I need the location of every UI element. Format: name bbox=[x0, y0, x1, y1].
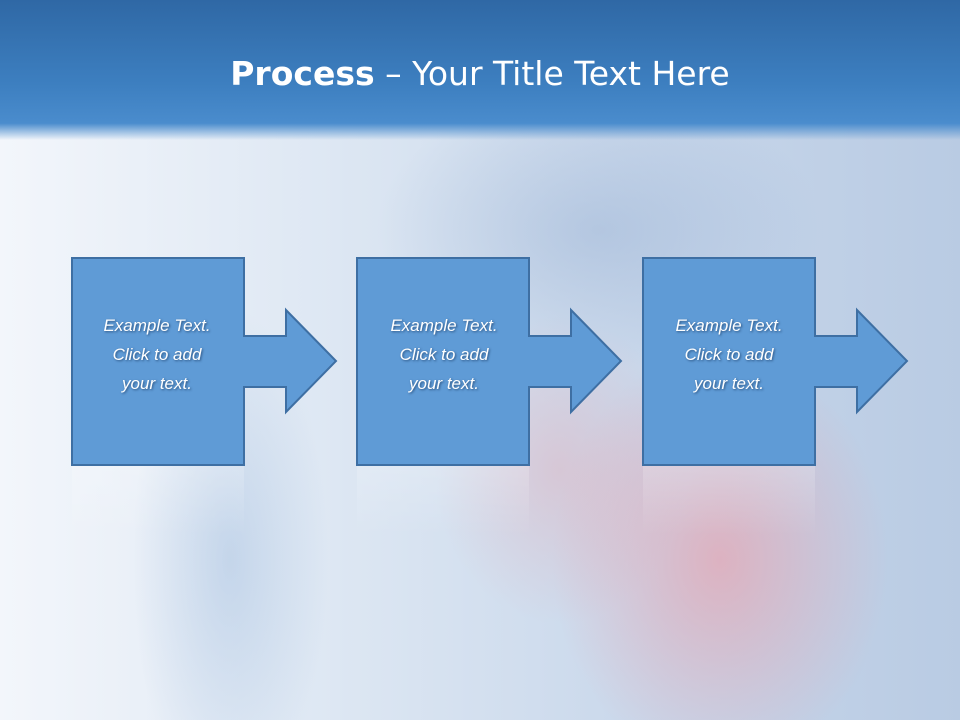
step-2-reflection bbox=[357, 466, 529, 536]
step-3-reflection bbox=[643, 466, 815, 536]
step-3-line-3: your text. bbox=[694, 374, 764, 393]
title-bar bbox=[0, 0, 960, 140]
step-1-line-1: Example Text. bbox=[103, 316, 211, 335]
slide-title[interactable]: Process – Your Title Text Here bbox=[0, 52, 960, 96]
step-3-shape[interactable] bbox=[642, 257, 909, 466]
step-1-shape[interactable] bbox=[71, 257, 338, 466]
title-bold: Process bbox=[230, 54, 375, 93]
step-3-line-2: Click to add bbox=[684, 345, 774, 364]
step-2-line-3: your text. bbox=[409, 374, 479, 393]
step-2-line-1: Example Text. bbox=[390, 316, 498, 335]
step-1-line-2: Click to add bbox=[112, 345, 202, 364]
step-1-text[interactable]: Example Text. Click to add your text. bbox=[72, 311, 242, 398]
step-3-text[interactable]: Example Text. Click to add your text. bbox=[644, 311, 814, 398]
step-1-reflection bbox=[72, 466, 244, 536]
title-rest: – Your Title Text Here bbox=[374, 54, 730, 93]
step-1-line-3: your text. bbox=[122, 374, 192, 393]
step-3-line-1: Example Text. bbox=[675, 316, 783, 335]
step-2-line-2: Click to add bbox=[399, 345, 489, 364]
step-2-text[interactable]: Example Text. Click to add your text. bbox=[359, 311, 529, 398]
reflections bbox=[72, 466, 815, 536]
step-2-shape[interactable] bbox=[356, 257, 623, 466]
